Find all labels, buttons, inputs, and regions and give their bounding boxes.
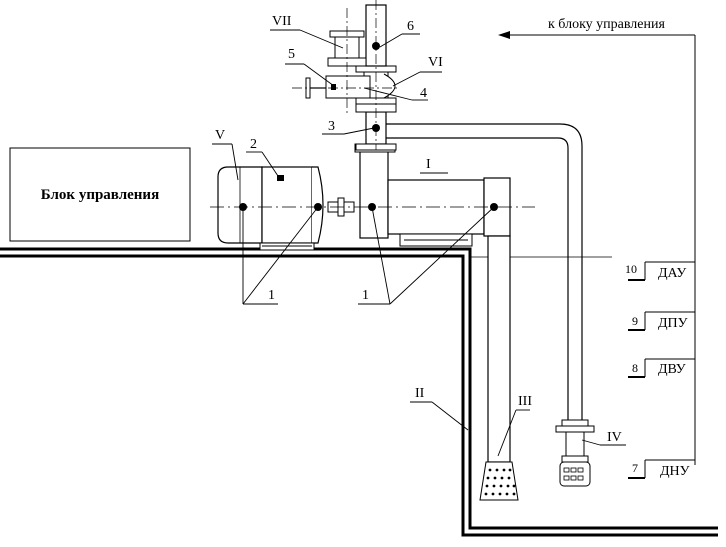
sensor-label: ДАУ bbox=[658, 266, 686, 281]
labels: VII 6 5 VI 4 3 V 2 I 1 1 II III IV bbox=[215, 14, 622, 445]
valve-actuator bbox=[292, 0, 400, 150]
arrow-label: к блоку управления bbox=[548, 17, 665, 32]
label-VII: VII bbox=[272, 14, 292, 29]
label-3: 3 bbox=[328, 119, 335, 134]
label-IV: IV bbox=[607, 430, 622, 445]
label-1-right: 1 bbox=[362, 288, 369, 303]
label-2: 2 bbox=[250, 137, 257, 152]
pump-body bbox=[354, 143, 511, 247]
label-1-left: 1 bbox=[268, 288, 275, 303]
sensor-dvu: 8 ДВУ bbox=[628, 358, 695, 378]
electric-motor bbox=[217, 166, 324, 251]
sensor-number: 8 bbox=[632, 361, 638, 375]
sensor-label: ДНУ bbox=[660, 464, 690, 479]
level-sensors: 10 ДАУ 9 ДПУ 8 ДВУ 7 ДНУ bbox=[625, 261, 695, 479]
sensor-number: 7 bbox=[632, 461, 638, 475]
sensor-number: 10 bbox=[625, 262, 637, 276]
sensor-label: ДВУ bbox=[658, 362, 686, 377]
sensor-dpu: 9 ДПУ bbox=[628, 311, 695, 331]
label-VI: VI bbox=[428, 55, 443, 70]
label-II: II bbox=[415, 386, 425, 401]
control-block-label: Блок управления bbox=[41, 187, 159, 203]
tank-wall bbox=[0, 247, 718, 537]
label-5: 5 bbox=[288, 47, 295, 62]
sensor-number: 9 bbox=[632, 314, 638, 328]
label-6: 6 bbox=[407, 19, 414, 34]
sensor-dau: 10 ДАУ bbox=[625, 261, 695, 281]
sensor-label: ДПУ bbox=[658, 316, 688, 331]
signal-line: к блоку управления bbox=[498, 17, 696, 465]
label-4: 4 bbox=[420, 86, 427, 101]
leader-lines bbox=[212, 29, 626, 457]
control-block: Блок управления bbox=[9, 147, 191, 242]
label-I: I bbox=[426, 157, 431, 172]
suction-pipe bbox=[479, 235, 519, 501]
label-III: III bbox=[518, 394, 532, 409]
label-V: V bbox=[215, 128, 225, 143]
drainage-pipe bbox=[386, 123, 595, 487]
sensor-dnu: 7 ДНУ bbox=[628, 459, 695, 479]
